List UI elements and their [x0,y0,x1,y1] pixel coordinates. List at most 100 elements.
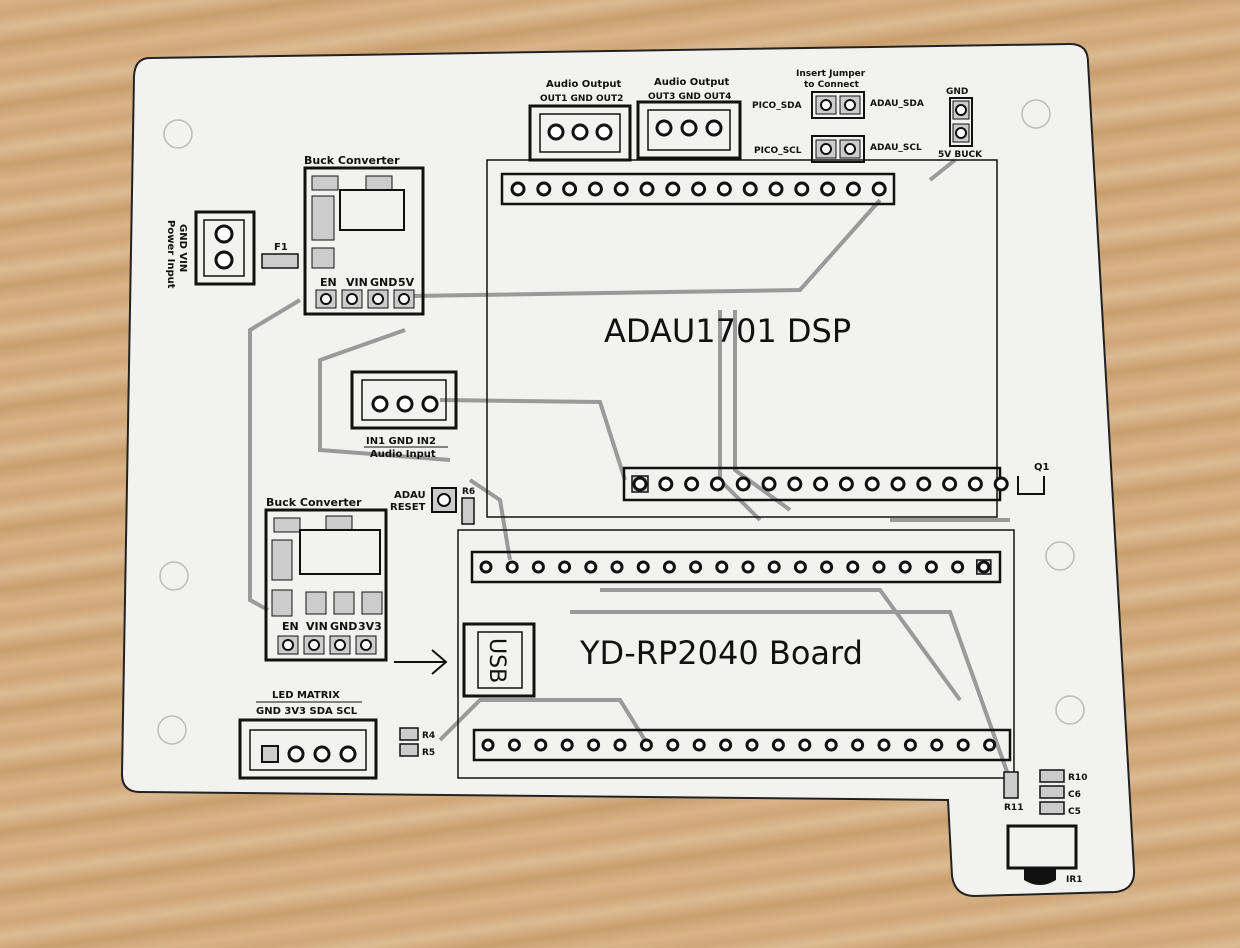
pin-pad [610,560,624,574]
pin-pad [534,738,548,752]
buck-top-title: Buck Converter [304,154,400,167]
svg-text:R6: R6 [462,487,475,497]
resistors-r4-r5: R4 R5 [399,727,435,758]
svg-text:IN1 GND IN2: IN1 GND IN2 [366,436,436,447]
svg-text:EN: EN [320,276,337,289]
svg-text:Q1: Q1 [1034,462,1050,473]
svg-text:5V: 5V [398,276,415,289]
pin-pad [536,181,552,197]
svg-text:OUT3 GND OUT4: OUT3 GND OUT4 [648,92,731,102]
svg-text:OUT1 GND OUT2: OUT1 GND OUT2 [540,94,623,104]
pin-pad [691,181,707,197]
pin-pad [735,476,751,492]
pin-pad [767,560,781,574]
rp2040-board-module: USB YD-RP2040 Board [457,529,1015,779]
pin-pad [890,476,906,492]
svg-text:5V BUCK: 5V BUCK [938,150,983,160]
dsp-bottom-header [631,475,1009,493]
pin-pad [584,560,598,574]
pin-pad [793,560,807,574]
dsp-top-header [510,181,887,197]
pin-pad [662,560,676,574]
pin-pad [684,476,700,492]
pin-pad [993,476,1009,492]
svg-text:GND: GND [370,276,397,289]
pin-pad [977,560,991,574]
audio-output-2: Audio Output OUT3 GND OUT4 [636,77,742,160]
pin-pad [587,181,603,197]
pin-pad [787,476,803,492]
rp2040-top-header [479,559,992,575]
pin-pad [942,476,958,492]
svg-text:C5: C5 [1068,807,1081,817]
rp2040-bottom-header [481,738,997,752]
pin-pad [820,560,834,574]
pin-pad [930,738,944,752]
pin-pad [479,560,493,574]
pin-pad [613,181,629,197]
buck-bottom-title: Buck Converter [266,496,362,509]
gnd-5v-header: GND 5V BUCK [938,87,983,160]
pin-pad [692,738,706,752]
pin-pad [871,181,887,197]
pin-pad [709,476,725,492]
pin-pad [505,560,519,574]
ir-receiver-area: R11 R10 C6 C5 IR1 [1003,769,1087,885]
pin-pad [838,476,854,492]
pin-pad [666,738,680,752]
rp2040-title: YD-RP2040 Board [579,634,863,672]
pcb-outline [120,42,1136,898]
pin-pad [613,738,627,752]
pin-pad [741,560,755,574]
pin-pad [851,738,865,752]
pin-pad [794,181,810,197]
pin-pad [761,476,777,492]
pin-pad [715,560,729,574]
svg-text:Audio Output: Audio Output [546,79,621,90]
svg-text:C6: C6 [1068,790,1081,800]
pin-pad [742,181,758,197]
pin-pad [967,476,983,492]
pin-pad [658,476,674,492]
pin-pad [510,181,526,197]
svg-text:F1: F1 [274,242,288,253]
power-input-connector: GND VIN Power Input [165,210,256,289]
pin-pad [745,738,759,752]
adau1701-dsp-module: ADAU1701 DSP [486,159,1009,518]
pin-pad [864,476,880,492]
pin-pad [560,738,574,752]
arrow-to-usb [394,649,448,675]
pin-pad [716,181,732,197]
svg-text:GND: GND [330,620,357,633]
pin-pad [916,476,932,492]
svg-text:RESET: RESET [390,502,426,513]
pin-pad [956,738,970,752]
pin-pad [798,738,812,752]
dsp-title: ADAU1701 DSP [604,312,851,350]
pin-pad [877,738,891,752]
svg-text:Audio Input: Audio Input [370,449,436,460]
svg-text:LED MATRIX: LED MATRIX [272,690,340,701]
pin-pad [689,560,703,574]
svg-text:GND 3V3 SDA SCL: GND 3V3 SDA SCL [256,706,358,717]
svg-text:EN: EN [282,620,299,633]
pin-pad [719,738,733,752]
audio-input-connector: IN1 GND IN2 Audio Input [350,370,458,460]
svg-text:Insert Jumper: Insert Jumper [796,69,866,79]
pin-pad [531,560,545,574]
svg-text:ADAU_SDA: ADAU_SDA [870,99,924,109]
svg-text:R10: R10 [1068,773,1087,783]
i2c-jumpers: Insert Jumper to Connect PICO_SDA ADAU_S… [752,69,924,163]
svg-text:3V3: 3V3 [358,620,382,633]
svg-text:R4: R4 [422,731,435,741]
pin-pad [562,181,578,197]
pin-pad [639,181,655,197]
led-matrix-connector: LED MATRIX GND 3V3 SDA SCL [238,690,378,780]
transistor-q1: Q1 [1017,462,1050,495]
svg-text:R5: R5 [422,748,435,758]
buck-converter-top: Buck Converter EN VIN GND 5V [303,154,425,316]
pin-pad [558,560,572,574]
svg-text:ADAU_SCL: ADAU_SCL [870,143,922,153]
buck-converter-bottom: Buck Converter EN VIN GND 3V3 [264,496,388,662]
